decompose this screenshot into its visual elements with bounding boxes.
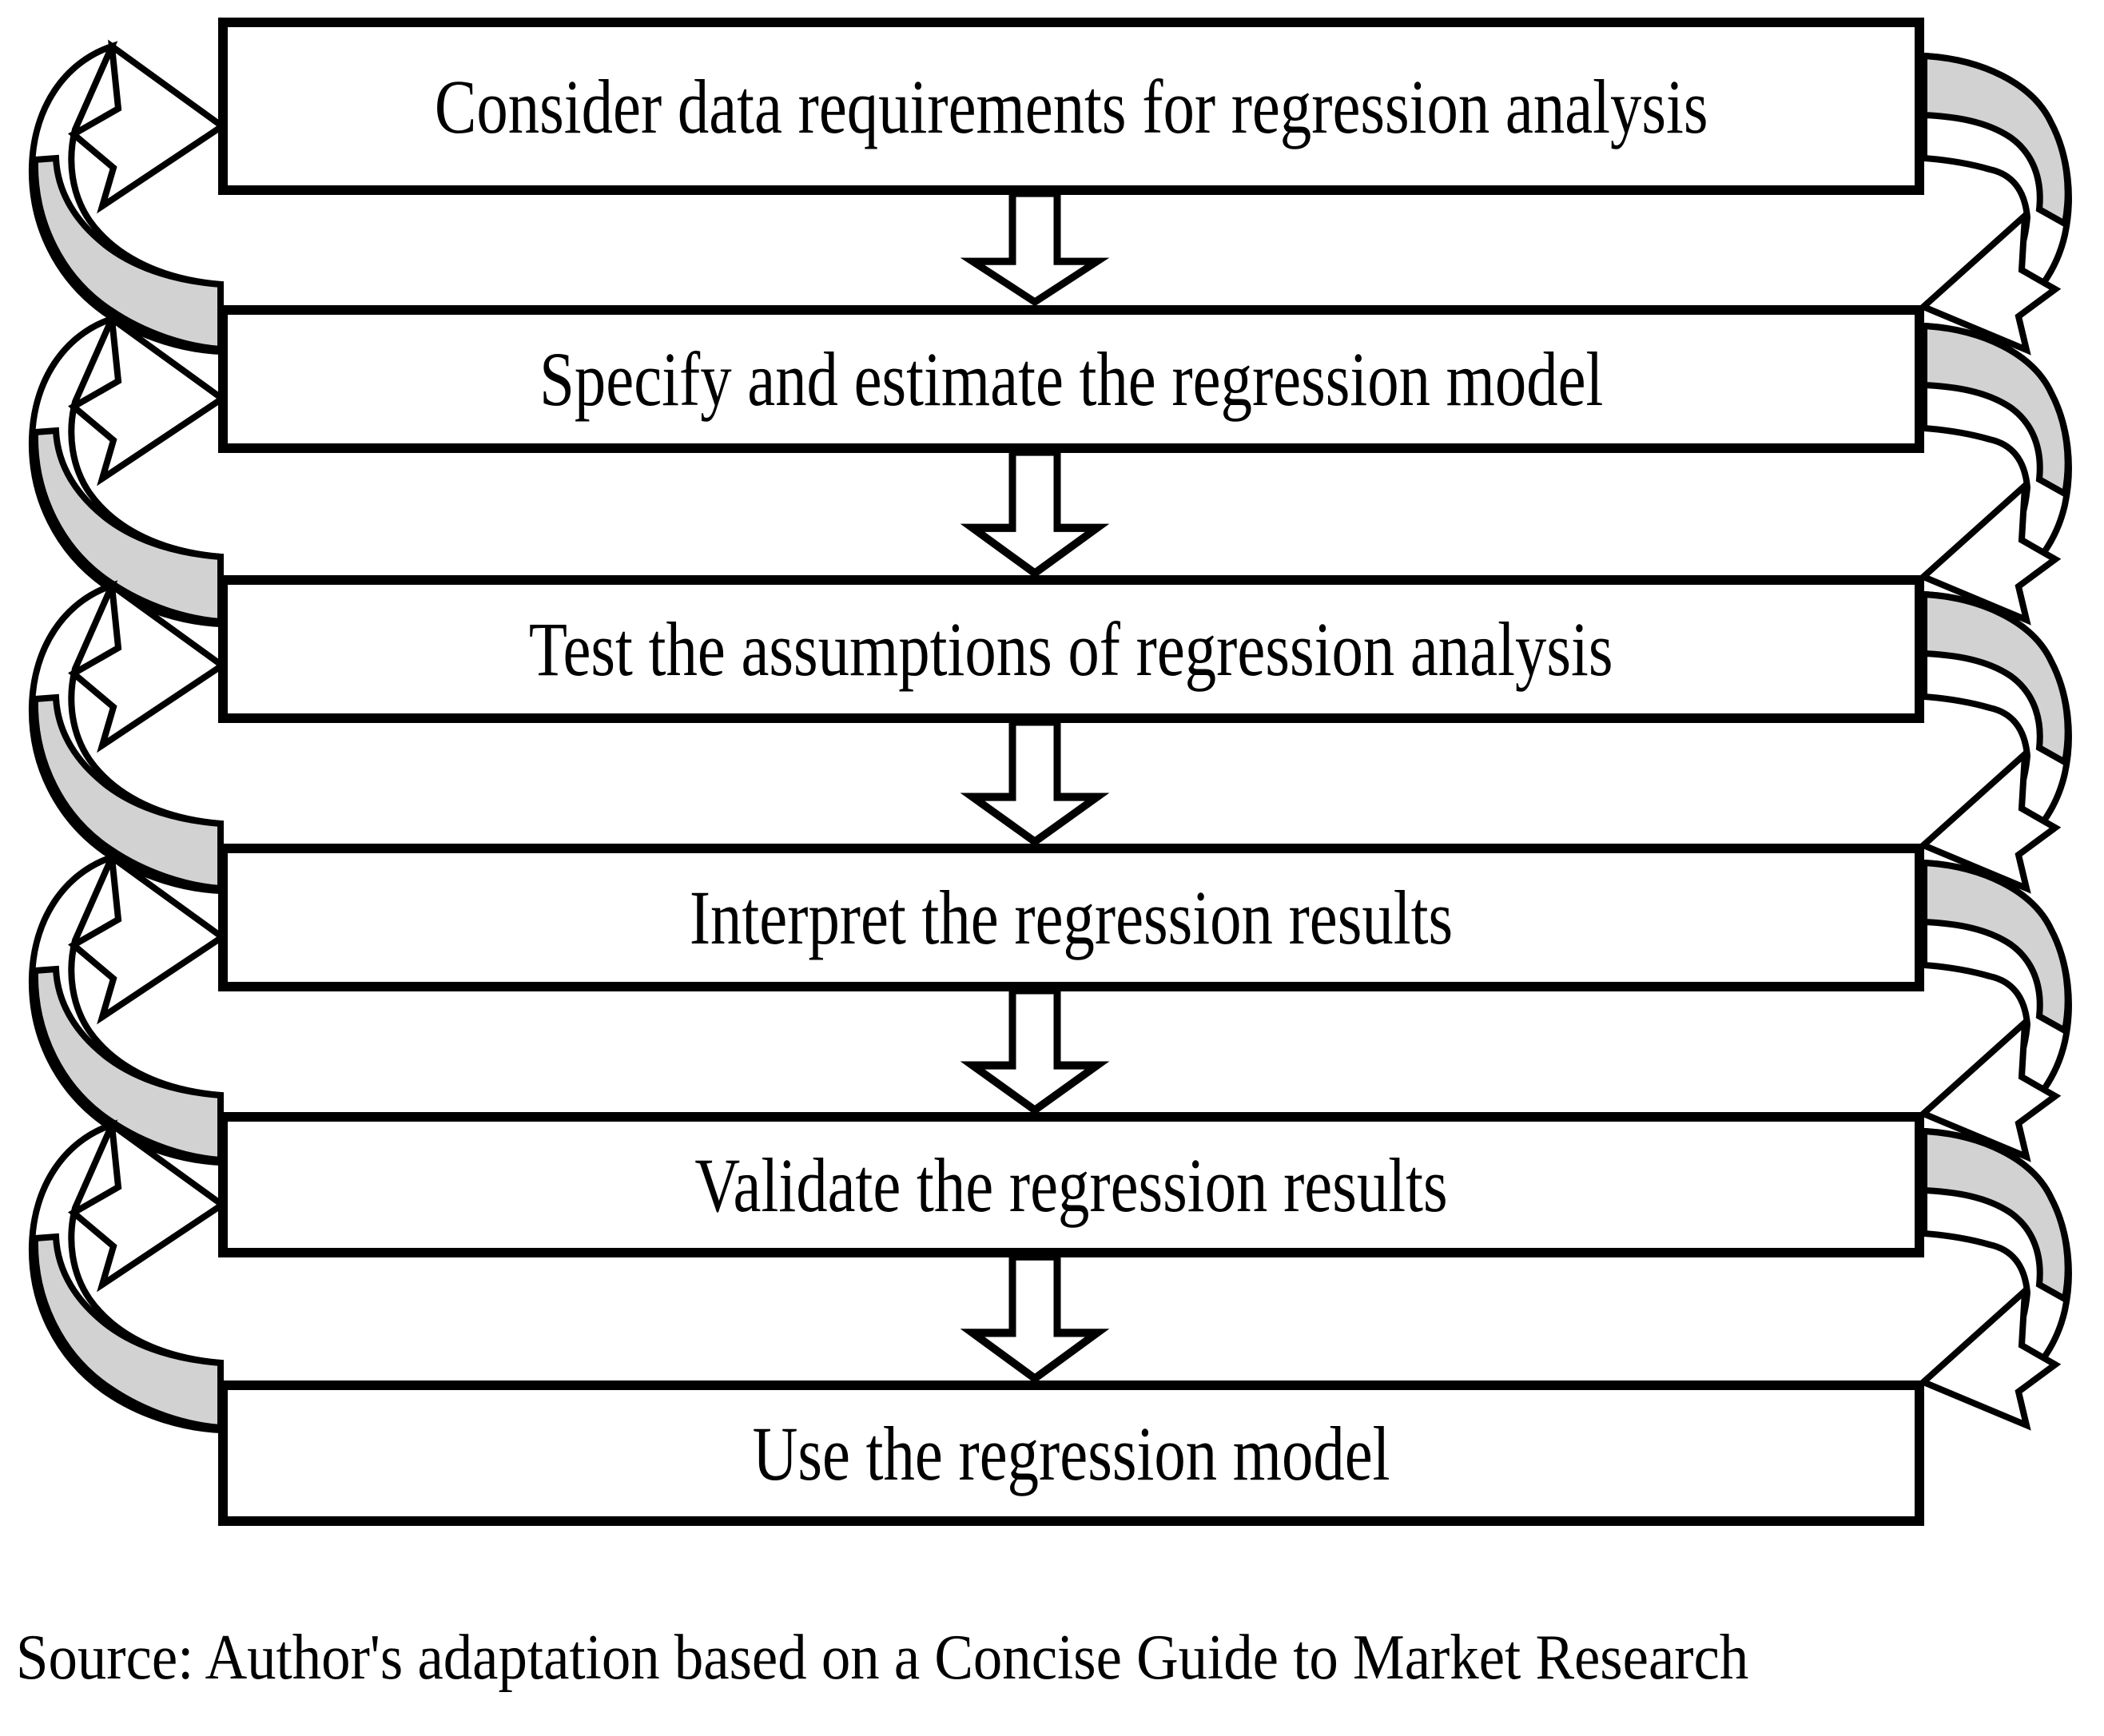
step-box-validate-results: Validate the regression results bbox=[218, 1112, 1924, 1257]
feedback-loop-left-icon bbox=[22, 1118, 224, 1448]
feedback-loop-right-icon bbox=[1921, 591, 2071, 895]
feedback-loop-right-icon bbox=[1921, 860, 2071, 1163]
step-box-consider-data: Consider data requirements for regressio… bbox=[218, 18, 1924, 195]
source-note: Source: Author's adaptation based on a C… bbox=[16, 1623, 1749, 1693]
down-arrow-icon bbox=[969, 718, 1100, 845]
step-label: Use the regression model bbox=[752, 1410, 1390, 1496]
down-arrow-icon bbox=[969, 987, 1100, 1114]
step-label: Consider data requirements for regressio… bbox=[434, 63, 1708, 149]
feedback-loop-right-icon bbox=[1921, 53, 2071, 356]
step-box-use-model: Use the regression model bbox=[218, 1380, 1924, 1526]
step-label: Interpret the regression results bbox=[689, 875, 1454, 960]
step-box-specify-estimate: Specify and estimate the regression mode… bbox=[218, 305, 1924, 453]
step-label: Validate the regression results bbox=[694, 1142, 1448, 1228]
down-arrow-icon bbox=[969, 448, 1100, 577]
step-label: Test the assumptions of regression analy… bbox=[529, 606, 1613, 692]
down-arrow-icon bbox=[969, 1253, 1100, 1382]
feedback-loop-right-icon bbox=[1921, 323, 2071, 626]
step-box-test-assumptions: Test the assumptions of regression analy… bbox=[218, 575, 1924, 723]
step-box-interpret-results: Interpret the regression results bbox=[218, 844, 1924, 991]
feedback-loop-right-icon bbox=[1921, 1128, 2071, 1432]
step-label: Specify and estimate the regression mode… bbox=[539, 336, 1604, 422]
down-arrow-icon bbox=[969, 190, 1100, 305]
